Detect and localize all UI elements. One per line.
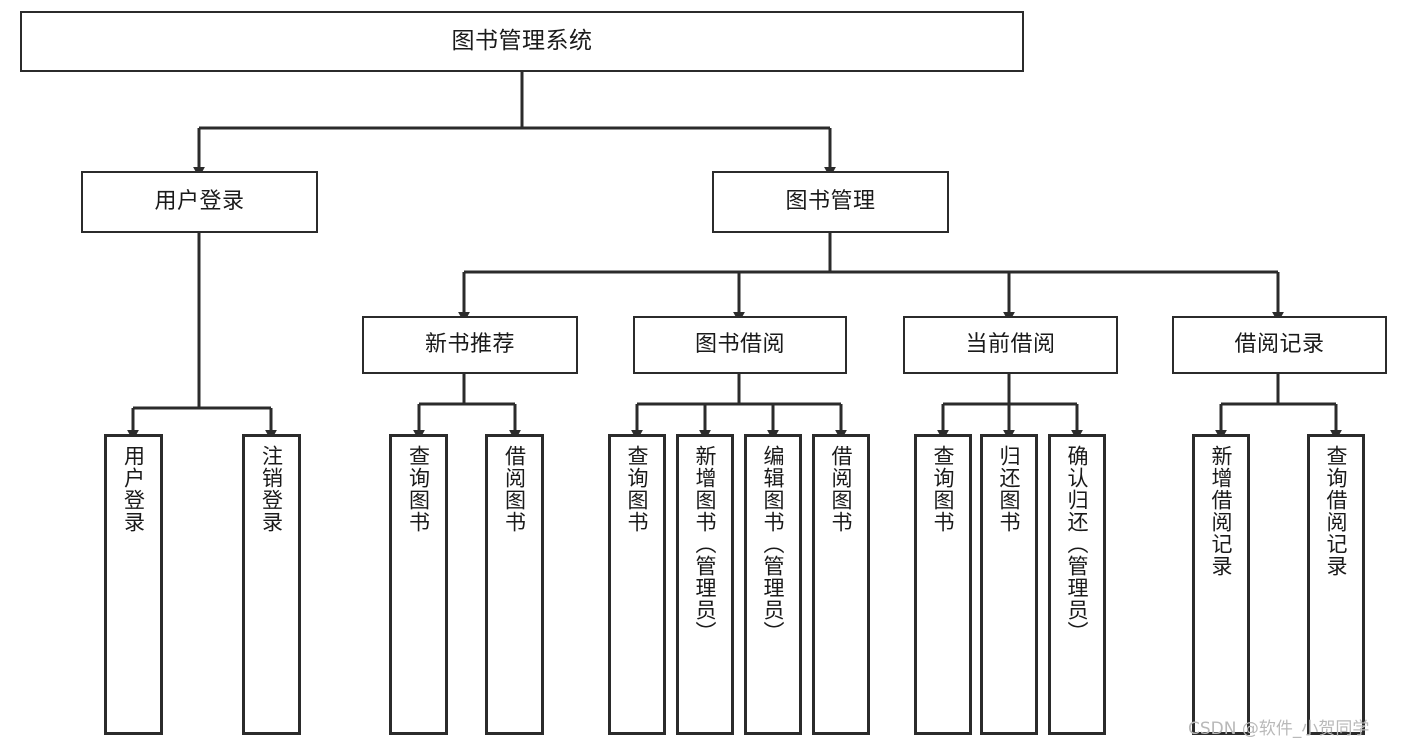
- node-label: 用户登录: [121, 445, 146, 533]
- node-current-borrowing[interactable]: 当前借阅: [903, 316, 1118, 374]
- leaf-current-borrow-return-books[interactable]: 归还图书: [980, 434, 1038, 735]
- leaf-borrow-record-add-record[interactable]: 新增借阅记录: [1192, 434, 1250, 735]
- leaf-current-borrow-query-books[interactable]: 查询图书: [914, 434, 972, 735]
- leaf-current-borrow-confirm-return-admin[interactable]: 确认归还（管理员）: [1048, 434, 1106, 735]
- leaf-borrow-record-query-record[interactable]: 查询借阅记录: [1307, 434, 1365, 735]
- leaf-book-borrow-edit-book-admin[interactable]: 编辑图书（管理员）: [744, 434, 802, 735]
- node-label: 查询图书: [625, 445, 650, 533]
- leaf-book-borrow-borrow-books[interactable]: 借阅图书: [812, 434, 870, 735]
- node-label: 确认归还（管理员）: [1065, 445, 1090, 643]
- leaf-user-login-logout[interactable]: 注销登录: [242, 434, 301, 735]
- node-label: 当前借阅: [965, 332, 1056, 358]
- leaf-book-borrow-add-book-admin[interactable]: 新增图书（管理员）: [676, 434, 734, 735]
- leaf-book-borrow-query-books[interactable]: 查询图书: [608, 434, 666, 735]
- node-label: 图书管理: [785, 189, 876, 215]
- node-label: 归还图书: [997, 445, 1022, 533]
- node-user-login[interactable]: 用户登录: [81, 171, 318, 233]
- node-root-book-management-system[interactable]: 图书管理系统: [20, 11, 1024, 72]
- node-label: 借阅图书: [502, 445, 527, 533]
- watermark: CSDN @软件_小贺同学: [1188, 719, 1370, 739]
- node-borrowing-record[interactable]: 借阅记录: [1172, 316, 1387, 374]
- node-label: 新增借阅记录: [1209, 445, 1234, 577]
- node-label: 查询图书: [406, 445, 431, 533]
- node-new-book-recommendation[interactable]: 新书推荐: [362, 316, 578, 374]
- node-label: 查询借阅记录: [1324, 445, 1349, 577]
- node-label: 查询图书: [931, 445, 956, 533]
- node-label: 新书推荐: [424, 332, 515, 358]
- node-label: 注销登录: [259, 445, 284, 533]
- node-label: 编辑图书（管理员）: [761, 445, 786, 643]
- node-label: 借阅记录: [1234, 332, 1325, 358]
- node-book-management[interactable]: 图书管理: [712, 171, 949, 233]
- node-label: 图书借阅: [694, 332, 785, 358]
- node-book-borrowing[interactable]: 图书借阅: [633, 316, 847, 374]
- node-label: 图书管理系统: [451, 27, 593, 54]
- node-label: 新增图书（管理员）: [693, 445, 718, 643]
- leaf-user-login-login[interactable]: 用户登录: [104, 434, 163, 735]
- leaf-new-book-borrow-books[interactable]: 借阅图书: [485, 434, 544, 735]
- leaf-new-book-query-books[interactable]: 查询图书: [389, 434, 448, 735]
- node-label: 借阅图书: [829, 445, 854, 533]
- node-label: 用户登录: [154, 189, 245, 215]
